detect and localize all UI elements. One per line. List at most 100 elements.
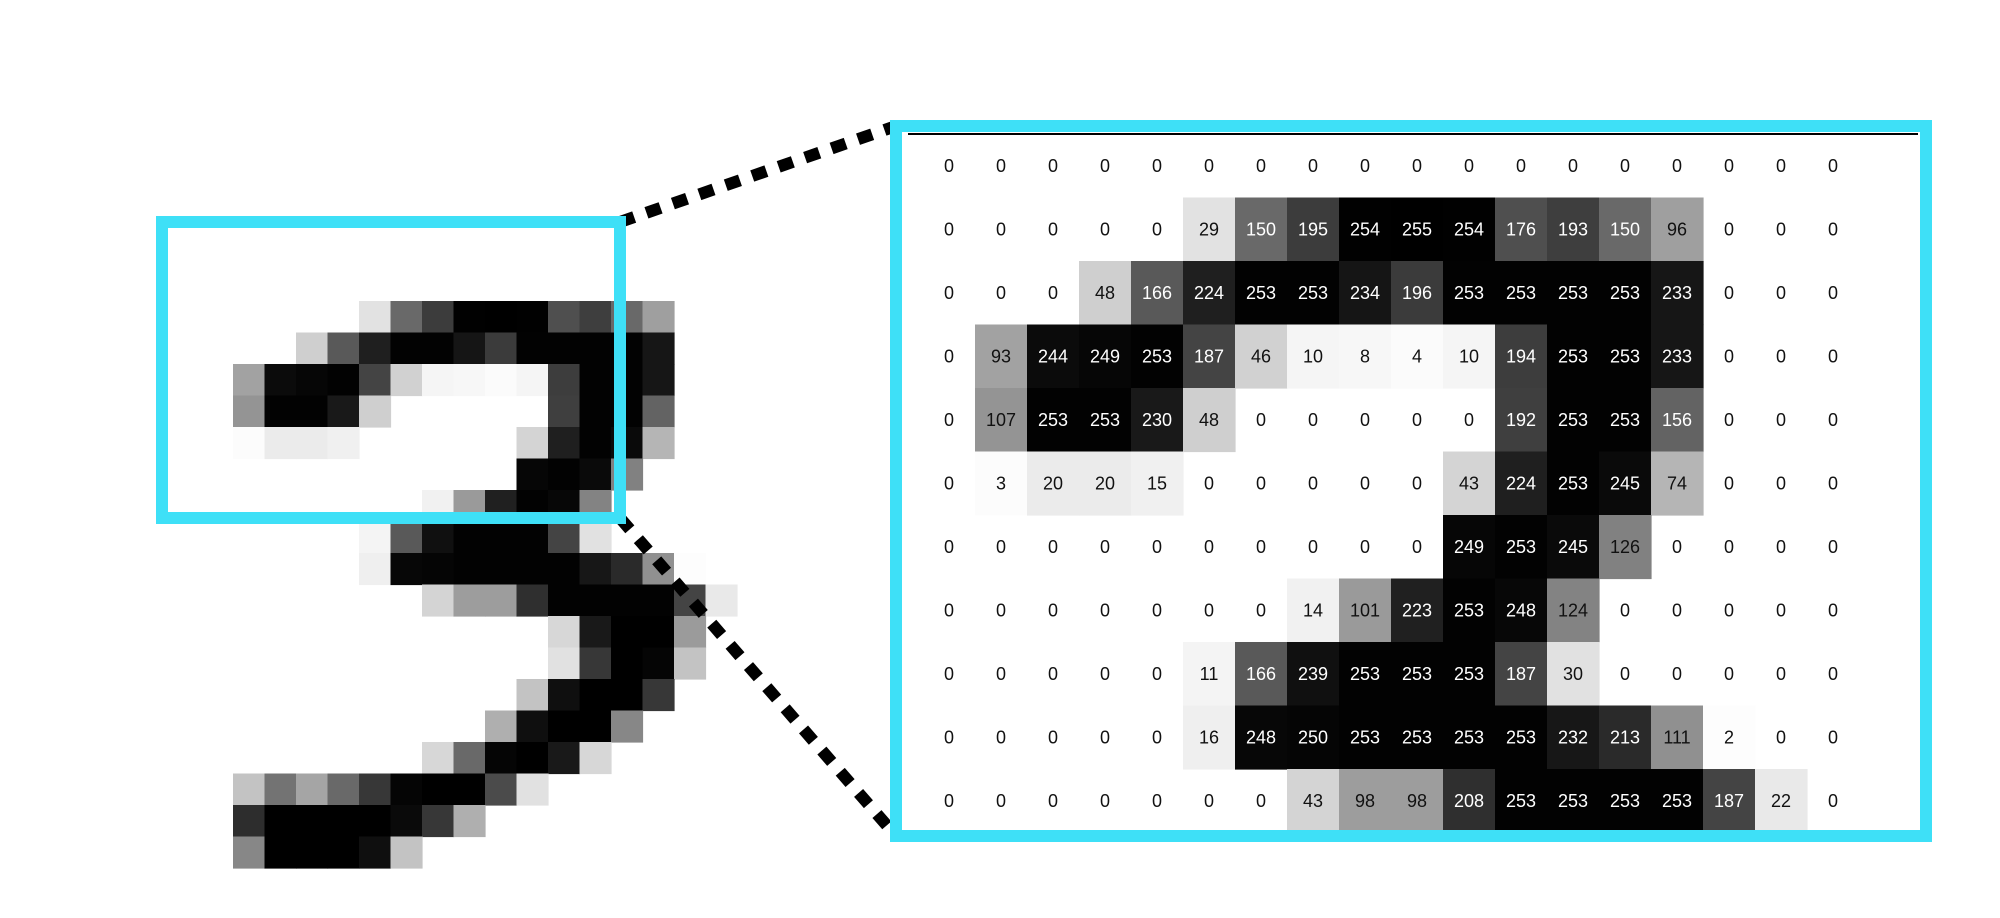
matrix-cell xyxy=(1391,197,1444,262)
matrix-cell-value: 0 xyxy=(1828,219,1838,239)
matrix-cell-value: 249 xyxy=(1454,537,1484,557)
matrix-cell-value: 253 xyxy=(1038,410,1068,430)
matrix-cell xyxy=(1443,515,1496,580)
matrix-cell xyxy=(1755,769,1808,834)
digit-pixel xyxy=(548,584,581,617)
matrix-cell-value: 0 xyxy=(944,283,954,303)
matrix-cell xyxy=(1235,705,1288,770)
digit-pixel xyxy=(548,679,581,712)
matrix-cell-value: 3 xyxy=(996,473,1006,493)
digit-pixel xyxy=(327,427,360,460)
digit-pixel xyxy=(422,805,455,838)
matrix-cell-value: 0 xyxy=(1672,156,1682,176)
matrix-cell-value: 0 xyxy=(1776,346,1786,366)
digit-pixel xyxy=(264,364,297,397)
matrix-cell xyxy=(1599,388,1652,453)
matrix-cell xyxy=(1599,705,1652,770)
matrix-cell-value: 74 xyxy=(1667,473,1687,493)
digit-pixel xyxy=(485,584,518,617)
matrix-cell xyxy=(1131,388,1184,453)
matrix-cell-value: 0 xyxy=(1828,537,1838,557)
matrix-cell-value: 253 xyxy=(1662,791,1692,811)
matrix-cell-value: 176 xyxy=(1506,219,1536,239)
matrix-cell-value: 253 xyxy=(1610,346,1640,366)
matrix-cell-value: 0 xyxy=(944,537,954,557)
matrix-cell-value: 0 xyxy=(1672,537,1682,557)
matrix-cell-value: 0 xyxy=(944,727,954,747)
matrix-cell-value: 245 xyxy=(1558,537,1588,557)
matrix-cell-value: 187 xyxy=(1714,791,1744,811)
matrix-cell-value: 0 xyxy=(1100,219,1110,239)
matrix-cell-value: 29 xyxy=(1199,219,1219,239)
digit-pixel xyxy=(264,805,297,838)
digit-pixel xyxy=(611,584,644,617)
digit-pixel xyxy=(485,332,518,365)
digit-pixel xyxy=(453,332,486,365)
matrix-cell xyxy=(1651,769,1704,834)
digit-pixel xyxy=(642,364,675,397)
digit-pixel xyxy=(264,395,297,428)
matrix-cell-value: 0 xyxy=(1516,156,1526,176)
matrix-cell-value: 0 xyxy=(1048,283,1058,303)
matrix-cell xyxy=(1703,705,1756,770)
matrix-cell-value: 96 xyxy=(1667,219,1687,239)
matrix-cell-value: 193 xyxy=(1558,219,1588,239)
digit-pixel xyxy=(327,773,360,806)
matrix-cell xyxy=(1287,324,1340,389)
matrix-cell-value: 0 xyxy=(996,600,1006,620)
matrix-cell xyxy=(1339,578,1392,643)
matrix-cell-value: 2 xyxy=(1724,727,1734,747)
matrix-cell xyxy=(1495,388,1548,453)
matrix-cell-value: 253 xyxy=(1454,727,1484,747)
matrix-cell xyxy=(1287,769,1340,834)
matrix-cell-value: 8 xyxy=(1360,346,1370,366)
digit-pixel xyxy=(390,301,423,334)
digit-pixel xyxy=(296,364,329,397)
digit-pixel xyxy=(390,332,423,365)
matrix-cell xyxy=(1287,197,1340,262)
matrix-cell-value: 48 xyxy=(1199,410,1219,430)
matrix-cell-value: 166 xyxy=(1246,664,1276,684)
matrix-cell xyxy=(1651,705,1704,770)
matrix-cell-value: 255 xyxy=(1402,219,1432,239)
digit-pixel xyxy=(390,521,423,554)
matrix-cell xyxy=(1339,705,1392,770)
digit-pixel xyxy=(359,805,392,838)
matrix-cell-value: 10 xyxy=(1459,346,1479,366)
digit-pixel xyxy=(548,616,581,649)
matrix-cell-value: 0 xyxy=(1048,791,1058,811)
matrix-cell-value: 0 xyxy=(944,410,954,430)
matrix-cell xyxy=(1287,578,1340,643)
digit-pixel xyxy=(296,427,329,460)
digit-pixel xyxy=(579,647,612,680)
matrix-cell-value: 0 xyxy=(1100,664,1110,684)
matrix-cell-value: 43 xyxy=(1303,791,1323,811)
digit-pixel xyxy=(579,521,612,554)
matrix-cell-value: 194 xyxy=(1506,346,1536,366)
matrix-cell-value: 0 xyxy=(1048,537,1058,557)
matrix-cell-value: 253 xyxy=(1506,537,1536,557)
digit-pixel xyxy=(516,521,549,554)
matrix-cell xyxy=(1599,451,1652,516)
matrix-cell-value: 239 xyxy=(1298,664,1328,684)
digit-pixel xyxy=(390,553,423,586)
matrix-cell-value: 124 xyxy=(1558,600,1588,620)
matrix-cell-value: 224 xyxy=(1506,473,1536,493)
matrix-cell-value: 0 xyxy=(1828,600,1838,620)
digit-pixel xyxy=(642,301,675,334)
matrix-cell-value: 253 xyxy=(1610,791,1640,811)
matrix-cell-value: 0 xyxy=(1568,156,1578,176)
matrix-cell xyxy=(1547,261,1600,326)
digit-pixel xyxy=(233,427,266,460)
digit-pixel xyxy=(422,521,455,554)
digit-pixel xyxy=(516,458,549,491)
digit-pixel xyxy=(233,836,266,869)
matrix-cell xyxy=(1443,324,1496,389)
digit-pixel xyxy=(548,395,581,428)
digit-pixel xyxy=(642,427,675,460)
matrix-cell-value: 0 xyxy=(1152,156,1162,176)
digit-pixel xyxy=(516,742,549,775)
digit-pixel xyxy=(453,805,486,838)
digit-pixel xyxy=(516,364,549,397)
matrix-cell-value: 0 xyxy=(1828,664,1838,684)
